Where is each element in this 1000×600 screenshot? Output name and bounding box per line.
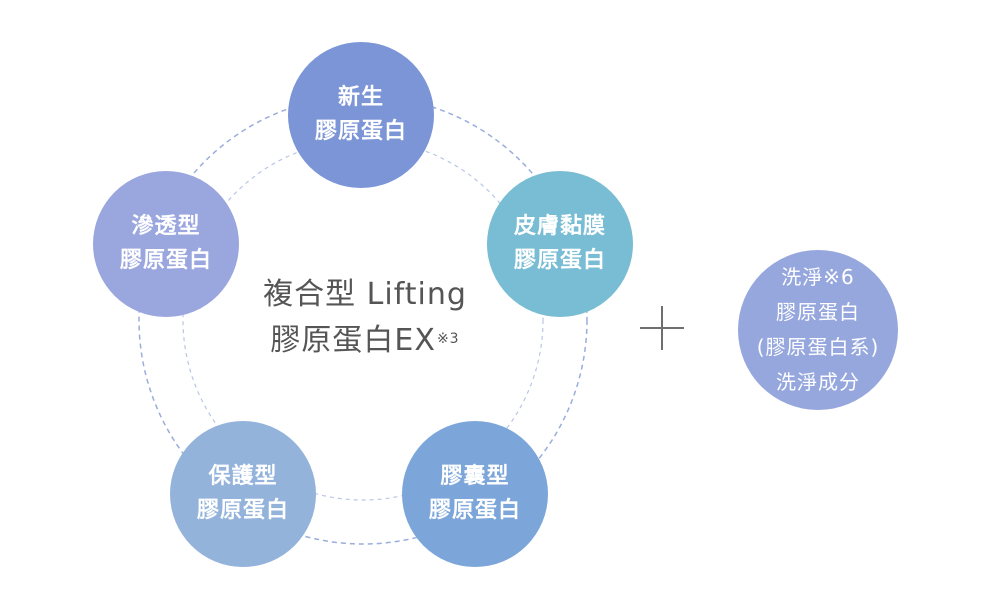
node-protective-collagen: 保護型 膠原蛋白 [170,421,316,567]
node-capsule-line2: 膠原蛋白 [428,498,521,523]
node-capsule-line1: 膠囊型 [440,464,510,489]
node-capsule-collagen: 膠囊型 膠原蛋白 [402,421,548,567]
node-new-collagen-line1: 新生 [337,85,384,110]
node-skin-mucosa-line2: 膠原蛋白 [513,248,606,273]
center-label-line1: 複合型 Lifting [263,277,467,312]
node-penetrating-collagen: 滲透型 膠原蛋白 [93,171,239,317]
cleansing-line4: 洗淨成分 [776,370,860,394]
node-new-collagen-line2: 膠原蛋白 [314,119,407,144]
center-label-note: ※3 [436,331,460,347]
node-cleansing-collagen: 洗淨※6 膠原蛋白 (膠原蛋白系) 洗淨成分 [738,250,898,410]
cleansing-line2: 膠原蛋白 [776,300,860,324]
node-protective-line2: 膠原蛋白 [196,498,289,523]
node-penetrating-line1: 滲透型 [131,214,201,239]
node-penetrating-line2: 膠原蛋白 [119,248,212,273]
center-label-line2: 膠原蛋白EX※3 [235,318,495,364]
node-new-collagen: 新生 膠原蛋白 [288,42,434,188]
cleansing-line1: 洗淨※6 [781,265,855,289]
node-skin-mucosa-collagen: 皮膚黏膜 膠原蛋白 [487,171,633,317]
inner-ring [182,139,544,501]
center-label-main: 膠原蛋白EX [270,323,436,358]
node-protective-line1: 保護型 [208,464,278,489]
cleansing-line3: (膠原蛋白系) [756,335,880,359]
center-label: 複合型 Lifting 膠原蛋白EX※3 [235,272,495,364]
node-skin-mucosa-line1: 皮膚黏膜 [513,214,606,239]
plus-icon [640,306,684,350]
